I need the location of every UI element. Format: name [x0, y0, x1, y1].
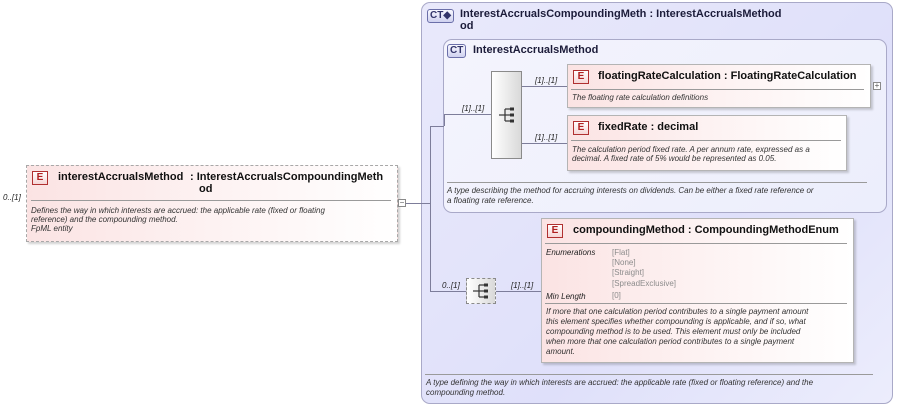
element-badge-icon: E: [32, 171, 48, 185]
collapse-toggle-icon[interactable]: −: [398, 198, 406, 207]
outer-type-doc-line: A type defining the way in which interes…: [426, 378, 814, 387]
fixed-element-box[interactable]: [567, 115, 847, 171]
min-length-value: [0]: [612, 291, 621, 300]
inner-type-doc-line: a floating rate reference.: [447, 196, 534, 205]
fixed-doc-line: decimal. A fixed rate of 5% would be rep…: [572, 154, 777, 163]
connector-line: [444, 114, 445, 126]
choice-compositor-icon: [499, 107, 514, 123]
enum-value: [Straight]: [612, 268, 645, 277]
root-multiplicity: 0..[1]: [3, 193, 21, 202]
root-doc-line: FpML entity: [31, 224, 73, 233]
floating-element-box[interactable]: [567, 64, 871, 108]
root-element-type: : InterestAccrualsCompoundingMeth: [190, 171, 384, 183]
outer-type-title-wrap: od: [460, 20, 474, 32]
compounding-doc-line: If more that one calculation period cont…: [546, 307, 809, 316]
root-element-name[interactable]: interestAccrualsMethod: [58, 171, 184, 183]
element-badge-icon: E: [573, 121, 589, 135]
floating-multiplicity: [1]..[1]: [535, 76, 558, 85]
sequence-compositor-icon: [473, 283, 488, 299]
compounding-multiplicity: [1]..[1]: [511, 281, 534, 290]
root-element-type-wrap: od: [199, 183, 213, 195]
compounding-doc-line: when more that one calculation period co…: [546, 337, 795, 346]
floating-doc: The floating rate calculation definition…: [572, 93, 709, 102]
connector-line: [430, 126, 431, 292]
separator: [571, 89, 864, 90]
connector-line: [496, 291, 542, 292]
compounding-doc-line: compounding method is to be used. This e…: [546, 327, 801, 336]
min-length-label: Min Length: [546, 292, 586, 301]
outer-type-title[interactable]: InterestAccrualsCompoundingMeth : Intere…: [460, 8, 782, 20]
separator: [571, 140, 841, 141]
connector-line: [444, 114, 491, 115]
connector-line: [430, 126, 444, 127]
sequence-multiplicity: 0..[1]: [442, 281, 460, 290]
root-doc-line: reference) and the compounding method.: [31, 215, 178, 224]
separator: [545, 243, 847, 244]
element-badge-icon: E: [573, 70, 589, 84]
complex-type-badge-icon: CT◆: [427, 9, 455, 23]
compounding-doc-line: amount.: [546, 347, 575, 356]
fixed-doc-line: The calculation period fixed rate. A per…: [572, 145, 810, 154]
separator: [545, 303, 847, 304]
outer-type-doc-line: compounding method.: [426, 388, 506, 397]
compounding-element-box[interactable]: [541, 218, 854, 363]
fixed-element-title[interactable]: fixedRate : decimal: [598, 121, 699, 133]
enumerations-label: Enumerations: [546, 248, 596, 257]
expand-icon[interactable]: +: [873, 81, 881, 90]
inner-type-title[interactable]: InterestAccrualsMethod: [473, 44, 599, 56]
connector-line: [522, 86, 568, 87]
separator: [425, 374, 873, 375]
compounding-element-title[interactable]: compoundingMethod : CompoundingMethodEnu…: [573, 224, 839, 236]
connector-line: [430, 291, 466, 292]
inner-type-doc-line: A type describing the method for accruin…: [447, 186, 814, 195]
choice-multiplicity: [1]..[1]: [462, 104, 485, 113]
connector-line: [398, 203, 430, 204]
enum-value: [None]: [612, 258, 636, 267]
compounding-doc-line: this element specifies whether compoundi…: [546, 317, 806, 326]
element-badge-icon: E: [547, 224, 563, 238]
fixed-multiplicity: [1]..[1]: [535, 133, 558, 142]
root-element-box[interactable]: [26, 165, 398, 242]
separator: [447, 182, 867, 183]
enum-value: [Flat]: [612, 248, 630, 257]
root-doc-line: Defines the way in which interests are a…: [31, 206, 325, 215]
enum-value: [SpreadExclusive]: [612, 279, 677, 288]
floating-element-title[interactable]: floatingRateCalculation : FloatingRateCa…: [598, 70, 857, 82]
connector-line: [522, 143, 568, 144]
separator: [31, 200, 391, 201]
complex-type-badge-icon: CT: [447, 44, 467, 58]
